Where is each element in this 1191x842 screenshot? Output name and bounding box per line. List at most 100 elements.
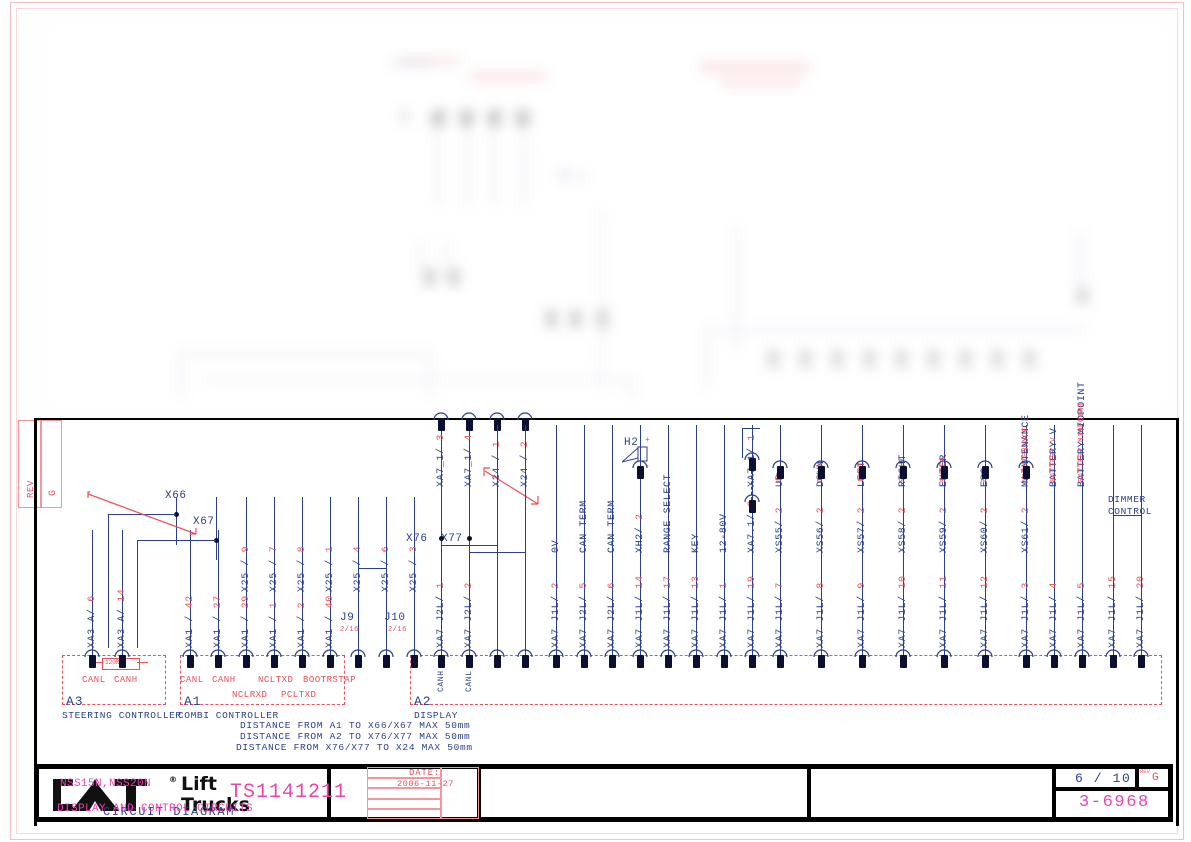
terminal-socket[interactable]	[489, 411, 505, 420]
terminal-socket[interactable]	[576, 648, 592, 657]
terminal-pin[interactable]	[437, 655, 445, 668]
terminal-pin[interactable]	[1022, 466, 1030, 479]
terminal-pin[interactable]	[608, 655, 616, 668]
wire-label: XA7 J1L/ 13	[691, 575, 702, 648]
terminal-pin[interactable]	[1022, 655, 1030, 668]
terminal-pin[interactable]	[410, 655, 418, 668]
terminal-socket[interactable]	[895, 648, 911, 657]
terminal-socket[interactable]	[716, 648, 732, 657]
terminal-pin[interactable]	[214, 655, 222, 668]
wire-label: XS56/ 2	[816, 506, 827, 553]
terminal-socket[interactable]	[632, 648, 648, 657]
terminal-pin[interactable]	[298, 655, 306, 668]
terminal-pin[interactable]	[242, 655, 250, 668]
terminal-socket[interactable]	[977, 648, 993, 657]
terminal-pin[interactable]	[465, 418, 473, 431]
terminal-pin[interactable]	[1050, 655, 1058, 668]
terminal-socket[interactable]	[688, 648, 704, 657]
terminal-socket[interactable]	[895, 459, 911, 468]
terminal-pin[interactable]	[521, 655, 529, 668]
terminal-socket[interactable]	[378, 648, 394, 657]
terminal-pin[interactable]	[186, 655, 194, 668]
terminal-pin[interactable]	[270, 655, 278, 668]
terminal-pin[interactable]	[636, 655, 644, 668]
terminal-pin[interactable]	[552, 655, 560, 668]
terminal-pin[interactable]	[493, 655, 501, 668]
terminal-socket[interactable]	[406, 648, 422, 657]
terminal-socket[interactable]	[1133, 648, 1149, 657]
terminal-socket[interactable]	[854, 648, 870, 657]
terminal-socket[interactable]	[632, 459, 648, 468]
terminal-pin[interactable]	[899, 655, 907, 668]
terminal-socket[interactable]	[604, 648, 620, 657]
terminal-pin[interactable]	[88, 655, 96, 668]
terminal-socket[interactable]	[660, 648, 676, 657]
terminal-pin[interactable]	[580, 655, 588, 668]
terminal-pin[interactable]	[748, 458, 756, 471]
terminal-socket[interactable]	[744, 648, 760, 657]
terminal-socket[interactable]	[1074, 648, 1090, 657]
terminal-pin[interactable]	[817, 655, 825, 668]
terminal-pin[interactable]	[776, 466, 784, 479]
terminal-socket[interactable]	[238, 648, 254, 657]
terminal-socket[interactable]	[84, 648, 100, 657]
terminal-socket[interactable]	[433, 648, 449, 657]
terminal-pin[interactable]	[720, 655, 728, 668]
terminal-socket[interactable]	[322, 648, 338, 657]
terminal-socket[interactable]	[350, 648, 366, 657]
terminal-pin[interactable]	[493, 418, 501, 431]
terminal-socket[interactable]	[1105, 648, 1121, 657]
terminal-pin[interactable]	[664, 655, 672, 668]
terminal-pin[interactable]	[817, 466, 825, 479]
terminal-pin[interactable]	[858, 655, 866, 668]
terminal-socket[interactable]	[517, 648, 533, 657]
terminal-socket[interactable]	[813, 648, 829, 657]
terminal-pin[interactable]	[1078, 655, 1086, 668]
terminal-pin[interactable]	[940, 466, 948, 479]
terminal-pin[interactable]	[748, 500, 756, 513]
terminal-socket[interactable]	[772, 459, 788, 468]
terminal-pin[interactable]	[118, 655, 126, 668]
terminal-socket[interactable]	[548, 648, 564, 657]
terminal-socket[interactable]	[1046, 648, 1062, 657]
terminal-pin[interactable]	[981, 466, 989, 479]
terminal-pin[interactable]	[437, 418, 445, 431]
terminal-socket[interactable]	[977, 459, 993, 468]
switch-function-label: BATTERY MIDPOINT	[1078, 401, 1086, 482]
terminal-socket[interactable]	[182, 648, 198, 657]
terminal-socket[interactable]	[294, 648, 310, 657]
terminal-pin[interactable]	[354, 655, 362, 668]
terminal-pin[interactable]	[899, 466, 907, 479]
terminal-pin[interactable]	[692, 655, 700, 668]
terminal-socket[interactable]	[854, 459, 870, 468]
terminal-socket[interactable]	[114, 648, 130, 657]
terminal-socket[interactable]	[744, 493, 760, 502]
terminal-socket[interactable]	[266, 648, 282, 657]
terminal-socket[interactable]	[433, 411, 449, 420]
terminal-pin[interactable]	[326, 655, 334, 668]
terminal-pin[interactable]	[776, 655, 784, 668]
terminal-socket[interactable]	[210, 648, 226, 657]
title-block: ® Lift Trucks DATE: 2006-11-27 CIRCUIT D…	[34, 764, 1173, 822]
terminal-pin[interactable]	[981, 655, 989, 668]
terminal-socket[interactable]	[1018, 459, 1034, 468]
terminal-socket[interactable]	[1018, 648, 1034, 657]
terminal-socket[interactable]	[772, 648, 788, 657]
terminal-pin[interactable]	[636, 466, 644, 479]
terminal-socket[interactable]	[461, 648, 477, 657]
terminal-pin[interactable]	[1109, 655, 1117, 668]
terminal-socket[interactable]	[813, 459, 829, 468]
terminal-pin[interactable]	[465, 655, 473, 668]
terminal-pin[interactable]	[521, 418, 529, 431]
terminal-socket[interactable]	[489, 648, 505, 657]
terminal-pin[interactable]	[1137, 655, 1145, 668]
terminal-socket[interactable]	[744, 451, 760, 460]
terminal-socket[interactable]	[461, 411, 477, 420]
terminal-pin[interactable]	[940, 655, 948, 668]
terminal-pin[interactable]	[382, 655, 390, 668]
terminal-socket[interactable]	[936, 459, 952, 468]
terminal-pin[interactable]	[748, 655, 756, 668]
terminal-pin[interactable]	[858, 466, 866, 479]
terminal-socket[interactable]	[517, 411, 533, 420]
terminal-socket[interactable]	[936, 648, 952, 657]
